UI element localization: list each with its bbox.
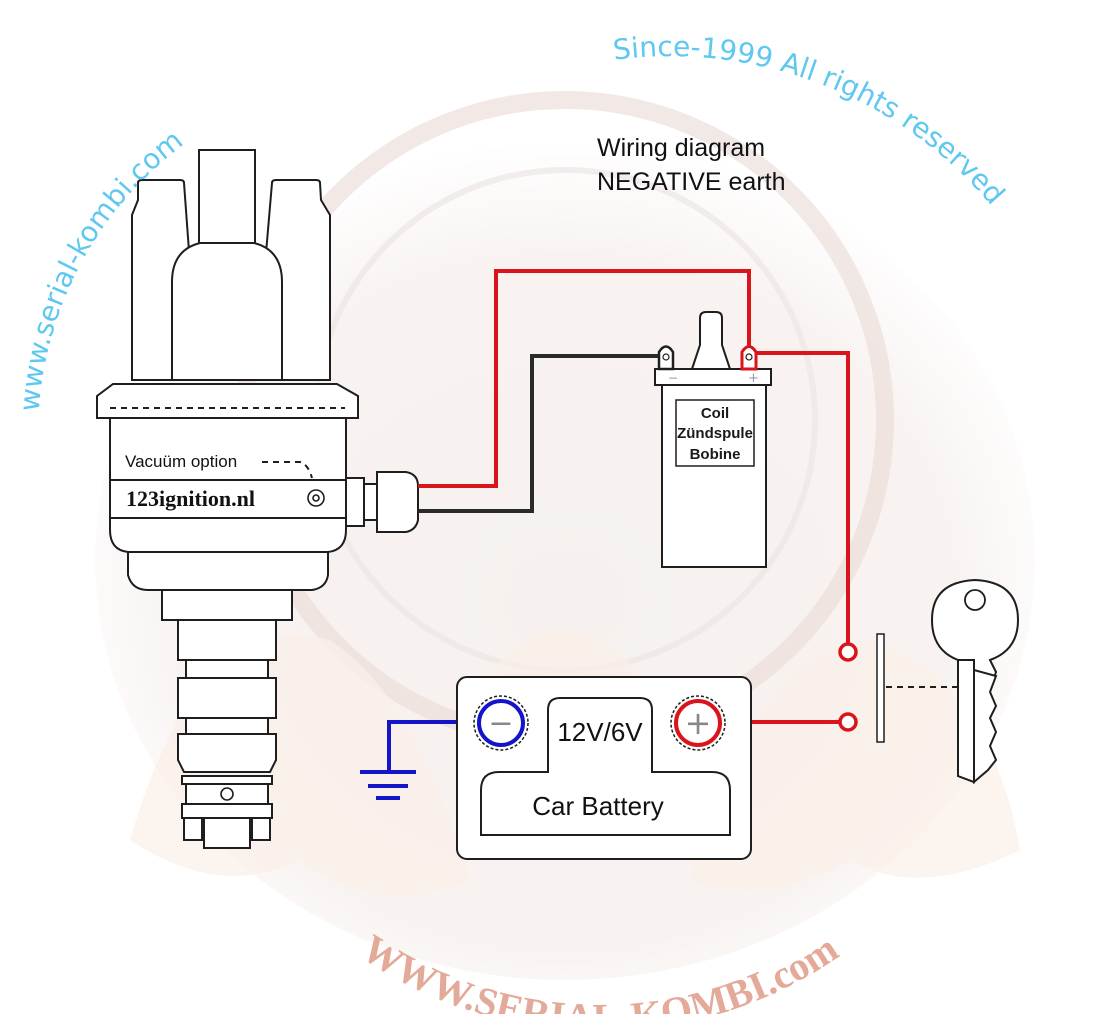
distributor: Vacuüm option 123ignition.nl <box>96 149 419 849</box>
brand-label: 123ignition.nl <box>126 486 255 511</box>
wire-red-distributor-to-coil <box>418 269 751 488</box>
distributor-body <box>109 417 347 553</box>
switch-contact-bottom <box>838 712 858 732</box>
distributor-connector <box>376 471 419 533</box>
battery-voltage-label: 12V/6V <box>557 717 643 747</box>
coil-tower <box>690 311 732 370</box>
coil-negative-terminal <box>657 345 675 371</box>
coil-negative-mark: − <box>668 371 678 385</box>
vacuum-port-icon <box>307 489 325 507</box>
coil-positive-mark: + <box>748 371 759 386</box>
cap-center-body <box>171 242 283 381</box>
cap-tower-center <box>198 149 256 251</box>
battery-negative-symbol: − <box>488 706 513 741</box>
distributor-flange <box>96 383 359 419</box>
coil-label-box <box>675 399 755 467</box>
diagram-title-line2: NEGATIVE earth <box>597 168 786 196</box>
battery-positive-terminal: + <box>670 695 726 751</box>
coil-positive-terminal <box>740 345 758 371</box>
vacuum-option-label: Vacuüm option <box>125 452 237 471</box>
battery-positive-symbol: + <box>685 704 712 742</box>
switch-bar <box>876 633 885 743</box>
battery-label-panel <box>480 697 731 836</box>
ignition-key-icon <box>930 578 1020 785</box>
car-battery: 12V/6V Car Battery − + <box>456 676 752 860</box>
ground-symbol-icon <box>360 770 416 800</box>
battery-name-label: Car Battery <box>532 791 664 821</box>
coil-label-en: Coil <box>701 405 729 422</box>
coil-label-fr: Bobine <box>690 446 741 463</box>
diagram-title-line1: Wiring diagram <box>597 134 765 162</box>
wire-blue-ground <box>387 720 475 770</box>
wire-red-coil-to-switch <box>756 351 850 644</box>
ignition-coil: − + Coil Zündspule Bobine <box>654 311 772 568</box>
ignition-switch <box>838 633 958 743</box>
wire-black-distributor-to-coil <box>418 354 666 513</box>
switch-contact-top <box>838 642 858 662</box>
coil-label-de: Zündspule <box>677 425 753 442</box>
battery-negative-terminal: − <box>473 695 529 751</box>
